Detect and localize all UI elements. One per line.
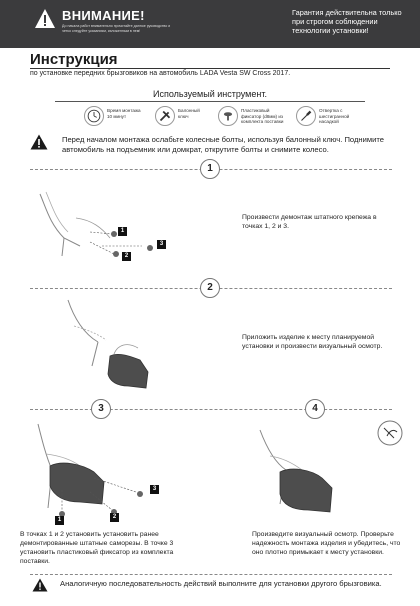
step-4-badge: 4 [305, 399, 325, 419]
step-1-illustration [39, 191, 153, 257]
step-1-text: Произвести демонтаж штатного крепежа в т… [242, 214, 377, 230]
clock-icon [84, 106, 104, 126]
callout-3-step3: 3 [150, 485, 159, 494]
step-4-text: Произведите визуальный осмотр. Проверьте… [252, 531, 401, 556]
warning-icon [35, 9, 55, 28]
tool-label-clip: Пластиковый фиксатор (d8мм) из комплекта… [241, 108, 284, 125]
callout-1-step3: 1 [55, 516, 64, 525]
step-3-text: В точках 1 и 2 установить установить ран… [20, 531, 174, 565]
step-1-badge: 1 [200, 159, 220, 179]
tools-divider [55, 101, 365, 102]
guarantee-note: Гарантия действительна только при строго… [292, 8, 402, 35]
warning-subtext: До начала работ внимательно прочитайте д… [62, 24, 171, 33]
callout-1: 1 [118, 227, 127, 236]
page-subtitle: по установке передних брызговиков на авт… [30, 70, 291, 77]
tool-label-wrench: Балонный ключ [178, 108, 200, 119]
caution-icon [30, 134, 48, 150]
step-2-illustration [67, 299, 149, 389]
callout-2-step3: 2 [110, 513, 119, 522]
final-divider [30, 574, 392, 575]
tool-label-time: Время монтажа 10 минут [107, 108, 141, 119]
step-3-illustration [37, 423, 143, 517]
page-title: Инструкция [30, 51, 118, 68]
callout-3: 3 [157, 240, 166, 249]
inspection-icon [377, 420, 403, 446]
step-4-illustration [259, 429, 333, 513]
preparation-notice: Перед началом монтажа ослабьте колесные … [62, 135, 384, 154]
clip-icon [218, 106, 238, 126]
final-note: Аналогичную последовательность действий … [60, 579, 382, 588]
step-3-4-divider [30, 409, 392, 410]
tools-heading: Используемый инструмент. [153, 89, 267, 99]
title-divider [30, 68, 390, 70]
step-2-badge: 2 [200, 278, 220, 298]
tool-label-screwdriver: Отвертка с шестигранной насадкой [319, 108, 350, 125]
warning-header: ВНИМАНИЕ! До начала работ внимательно пр… [0, 0, 420, 48]
step-3-badge: 3 [91, 399, 111, 419]
callout-2: 2 [122, 252, 131, 261]
wrench-icon [155, 106, 175, 126]
warning-title: ВНИМАНИЕ! [62, 8, 145, 23]
caution-icon [32, 578, 48, 592]
screwdriver-icon [296, 106, 316, 126]
step-2-text: Приложить изделие к месту планируемой ус… [242, 334, 383, 350]
